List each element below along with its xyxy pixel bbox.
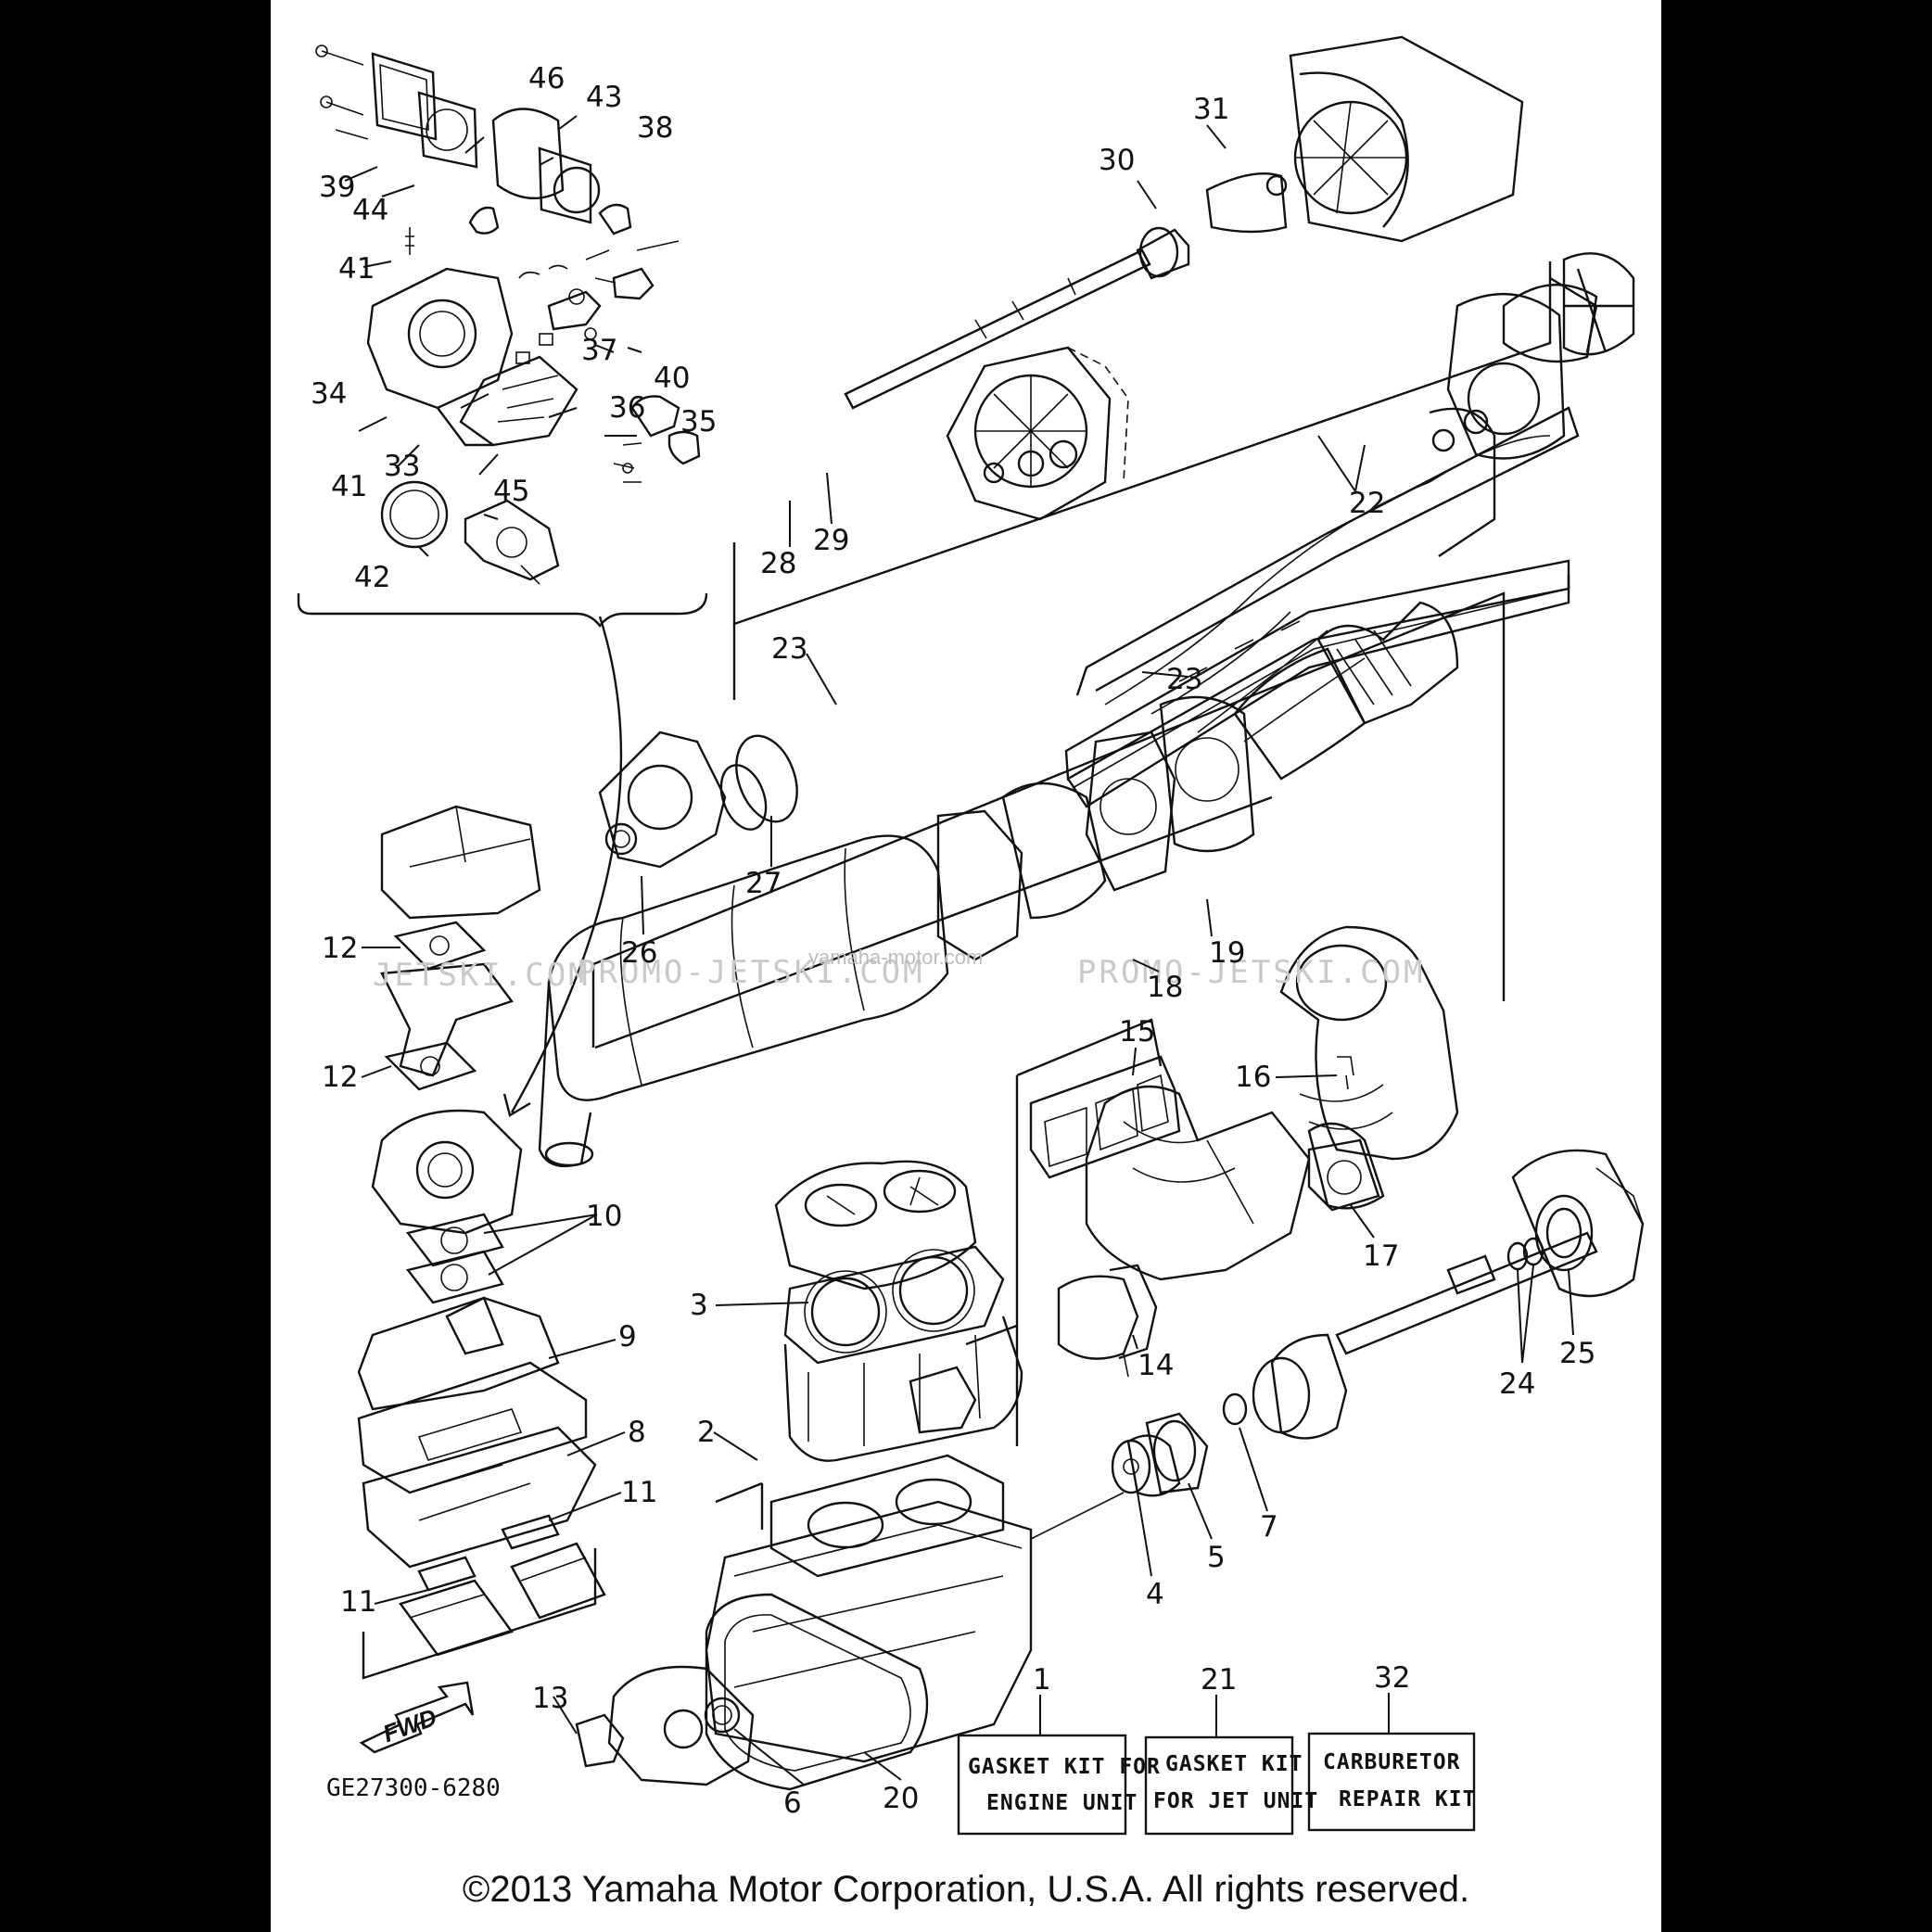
kit-boxes: GASKET KIT FOR ENGINE UNIT 1 GASKET KIT … <box>957 1661 1476 1836</box>
callout-27: 27 <box>745 867 782 900</box>
callout-33: 33 <box>384 450 420 483</box>
callout-20: 20 <box>883 1782 919 1815</box>
callout-31: 31 <box>1193 93 1229 126</box>
callout-5: 5 <box>1207 1541 1226 1574</box>
callout-7: 7 <box>1260 1510 1278 1544</box>
callout-41a: 41 <box>338 252 375 286</box>
inset-pointer-arrowhead <box>502 1093 531 1117</box>
kit-jet-line1: GASKET KIT <box>1165 1752 1303 1776</box>
intake-group <box>357 805 606 1680</box>
kit-jet-ref: 21 <box>1201 1663 1237 1697</box>
kit-carb-line1: CARBURETOR <box>1323 1750 1460 1774</box>
callout-4: 4 <box>1146 1578 1164 1611</box>
drawing-code: GE27300-6280 <box>326 1774 501 1802</box>
kit-box-carb <box>1307 1732 1476 1832</box>
kit-box-jet <box>1144 1735 1294 1836</box>
jet-unit-group <box>732 35 1635 808</box>
callout-8: 8 <box>628 1416 646 1449</box>
callout-26: 26 <box>621 936 657 970</box>
watermark-left: JETSKI.COM <box>373 957 591 994</box>
callout-29: 29 <box>813 524 849 557</box>
callout-39: 39 <box>319 171 355 204</box>
carburetor-inset <box>297 44 708 628</box>
callout-24: 24 <box>1499 1367 1535 1401</box>
callout-18: 18 <box>1147 971 1183 1004</box>
callout-17: 17 <box>1363 1239 1399 1273</box>
callout-36: 36 <box>609 391 645 425</box>
callout-12a: 12 <box>322 932 358 965</box>
callout-23b: 23 <box>1166 663 1202 696</box>
exhaust-group <box>538 591 1506 1360</box>
callout-16: 16 <box>1235 1061 1271 1094</box>
callout-41b: 41 <box>331 470 367 503</box>
callout-3: 3 <box>690 1289 708 1322</box>
kit-engine-line1: GASKET KIT FOR <box>968 1755 1161 1779</box>
fwd-label: FWD <box>379 1703 440 1748</box>
callout-43: 43 <box>586 81 622 114</box>
diagram-sheet: FWD JETSKI.COM PROMO-JETSKI.COM PROMO-JE… <box>271 0 1661 1932</box>
callout-44: 44 <box>352 194 388 227</box>
forward-direction-arrow: FWD <box>359 1681 475 1754</box>
callout-15: 15 <box>1119 1015 1155 1049</box>
callout-38: 38 <box>637 111 673 145</box>
callout-2: 2 <box>697 1416 716 1449</box>
callout-23a: 23 <box>771 632 807 666</box>
callout-45: 45 <box>493 475 529 508</box>
kit-jet-line2: FOR JET UNIT <box>1153 1789 1318 1813</box>
callout-35: 35 <box>680 405 717 439</box>
exploded-parts-diagram: FWD JETSKI.COM PROMO-JETSKI.COM PROMO-JE… <box>297 35 1645 1836</box>
callout-28: 28 <box>760 547 796 580</box>
callout-46: 46 <box>528 62 565 95</box>
inset-bracket <box>297 592 708 628</box>
callout-14: 14 <box>1138 1349 1174 1382</box>
callout-labels: 46 43 38 39 44 41 37 40 34 36 35 33 41 4… <box>311 62 1595 1820</box>
callout-34: 34 <box>311 377 347 411</box>
callout-22: 22 <box>1349 487 1385 520</box>
copyright-notice: ©2013 Yamaha Motor Corporation, U.S.A. A… <box>462 1869 1470 1910</box>
callout-40: 40 <box>654 362 690 395</box>
kit-engine-ref: 1 <box>1033 1663 1051 1697</box>
kit-carb-ref: 32 <box>1374 1661 1410 1695</box>
watermark-right: PROMO-JETSKI.COM <box>1077 954 1426 991</box>
callout-6: 6 <box>783 1786 802 1820</box>
watermark-middle: PROMO-JETSKI.COM <box>577 954 925 991</box>
kit-engine-line2: ENGINE UNIT <box>986 1791 1138 1815</box>
callout-11a: 11 <box>621 1476 657 1509</box>
callout-42: 42 <box>354 561 390 594</box>
kit-carb-line2: REPAIR KIT <box>1339 1787 1476 1811</box>
engine-core-group <box>575 1160 1125 1791</box>
kit-box-engine <box>957 1734 1127 1836</box>
callout-19: 19 <box>1209 936 1245 970</box>
callout-37: 37 <box>581 334 617 367</box>
callout-12b: 12 <box>322 1061 358 1094</box>
callout-9: 9 <box>618 1320 637 1354</box>
leader-lines <box>361 124 1574 1786</box>
watermark-small: yamaha-motor.com <box>808 946 983 969</box>
callout-13: 13 <box>532 1682 568 1715</box>
callout-11b: 11 <box>340 1585 376 1619</box>
callout-25: 25 <box>1559 1337 1595 1370</box>
callout-30: 30 <box>1099 144 1135 177</box>
inset-pointer-arrow <box>510 616 623 1113</box>
coupler-shaft-group <box>1111 1149 1645 1497</box>
